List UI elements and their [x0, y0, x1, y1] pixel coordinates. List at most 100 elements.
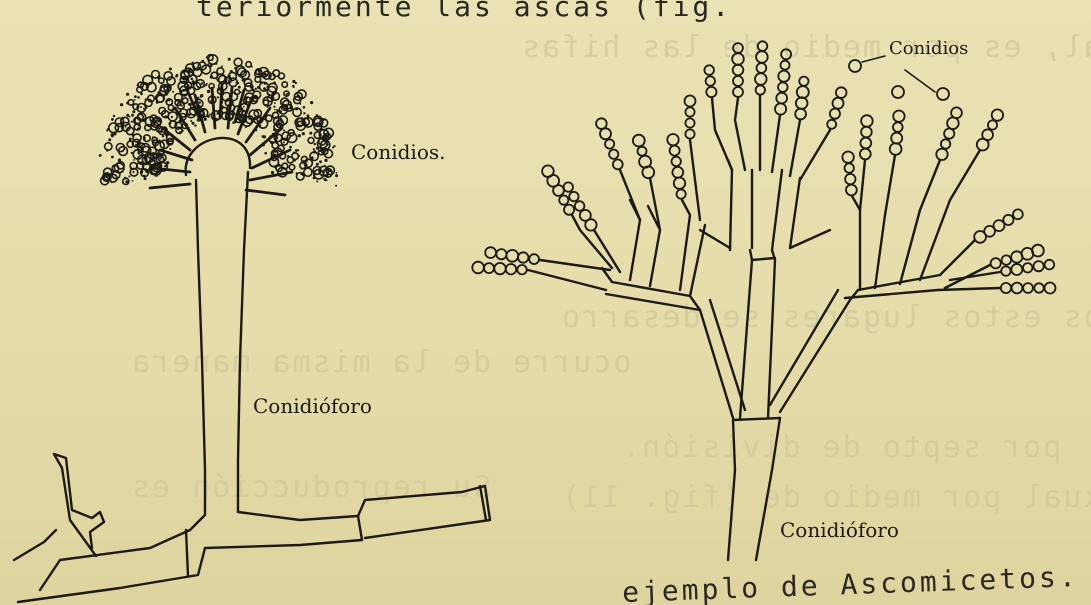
- conidium: [944, 129, 954, 139]
- stipple-dot: [122, 117, 125, 120]
- stipple-dot: [142, 119, 145, 122]
- conidium: [733, 87, 743, 97]
- stipple-dot: [246, 97, 248, 99]
- right-conidiophore-label: Conidióforo: [780, 518, 899, 542]
- conidium: [781, 49, 791, 59]
- conidium: [755, 73, 767, 85]
- stipple-dot: [218, 109, 221, 112]
- stipple-dot: [179, 131, 182, 134]
- conidium: [506, 250, 518, 262]
- stipple-dot: [273, 152, 275, 154]
- stipple-dot: [300, 173, 302, 175]
- stipple-dot: [129, 138, 132, 141]
- conidium: [605, 139, 614, 148]
- conidium: [209, 84, 214, 89]
- stipple-dot: [144, 157, 147, 160]
- stipple-dot: [156, 101, 159, 104]
- stipple-dot: [316, 180, 318, 182]
- conidium: [672, 157, 681, 166]
- stipple-dot: [322, 171, 325, 174]
- stipple-dot: [313, 124, 316, 127]
- stipple-dot: [118, 159, 121, 162]
- stipple-dot: [129, 116, 131, 118]
- stipple-dot: [283, 172, 285, 174]
- stipple-dot: [333, 145, 335, 147]
- stipple-dot: [297, 95, 300, 98]
- stipple-dot: [274, 165, 277, 168]
- stipple-dot: [191, 62, 193, 64]
- conidium: [580, 210, 591, 221]
- stipple-dot: [266, 106, 268, 108]
- conidium: [756, 85, 765, 94]
- stipple-dot: [165, 133, 168, 136]
- stipple-dot: [323, 178, 325, 180]
- stipple-dot: [191, 78, 194, 81]
- stipple-dot: [234, 67, 236, 69]
- stipple-dot: [316, 163, 319, 166]
- stipple-dot: [309, 132, 312, 135]
- stipple-dot: [165, 116, 167, 118]
- conidium: [846, 185, 857, 196]
- conidium: [796, 97, 808, 109]
- stipple-dot: [188, 113, 191, 116]
- stipple-dot: [169, 68, 172, 71]
- stipple-dot: [293, 152, 295, 154]
- stipple-dot: [138, 152, 141, 155]
- conidium: [1013, 209, 1023, 219]
- stipple-dot: [121, 171, 123, 173]
- stipple-dot: [221, 105, 224, 108]
- stipple-dot: [221, 100, 223, 102]
- conidium: [732, 53, 744, 65]
- stipple-dot: [158, 120, 161, 123]
- conidium: [733, 43, 743, 53]
- stipple-dot: [132, 180, 134, 182]
- stipple-dot: [165, 100, 167, 102]
- stipple-dot: [215, 62, 218, 65]
- stipple-dot: [140, 93, 143, 96]
- stipple-dot: [208, 63, 210, 65]
- stipple-dot: [180, 110, 182, 112]
- stipple-dot: [121, 121, 123, 123]
- stipple-dot: [108, 138, 111, 141]
- stipple-dot: [270, 75, 272, 77]
- conidium: [781, 61, 790, 70]
- conidium: [991, 258, 1001, 268]
- conidium: [833, 98, 844, 109]
- conidium: [596, 118, 607, 129]
- stipple-dot: [125, 180, 128, 183]
- stipple-dot: [232, 122, 234, 124]
- stipple-dot: [210, 100, 213, 103]
- conidium: [778, 82, 788, 92]
- conidium: [564, 205, 574, 215]
- conidium: [988, 120, 997, 129]
- stipple-dot: [313, 150, 316, 153]
- stipple-dot: [188, 127, 190, 129]
- stipple-dot: [279, 110, 282, 113]
- stipple-dot: [217, 112, 220, 115]
- stipple-dot: [152, 156, 155, 159]
- stipple-dot: [143, 175, 145, 177]
- conidium: [893, 122, 903, 132]
- conidium: [569, 192, 578, 201]
- stipple-dot: [135, 144, 138, 147]
- stipple-dot: [289, 171, 292, 174]
- stipple-dot: [273, 82, 276, 85]
- conidium: [159, 78, 164, 83]
- conidium: [845, 163, 854, 172]
- stipple-dot: [228, 75, 230, 77]
- conidium: [304, 168, 312, 176]
- stipple-dot: [169, 148, 171, 150]
- stipple-dot: [217, 70, 219, 72]
- stipple-dot: [106, 150, 108, 152]
- stipple-dot: [248, 117, 251, 120]
- conidium: [706, 87, 716, 97]
- right-conidiophore-drawing: [528, 56, 1000, 560]
- conidium: [1045, 260, 1055, 270]
- stipple-dot: [301, 168, 303, 170]
- stipple-dot: [175, 75, 178, 78]
- stipple-dot: [144, 177, 147, 180]
- stipple-dot: [255, 129, 257, 131]
- stipple-dot: [207, 115, 210, 118]
- conidium: [670, 146, 680, 156]
